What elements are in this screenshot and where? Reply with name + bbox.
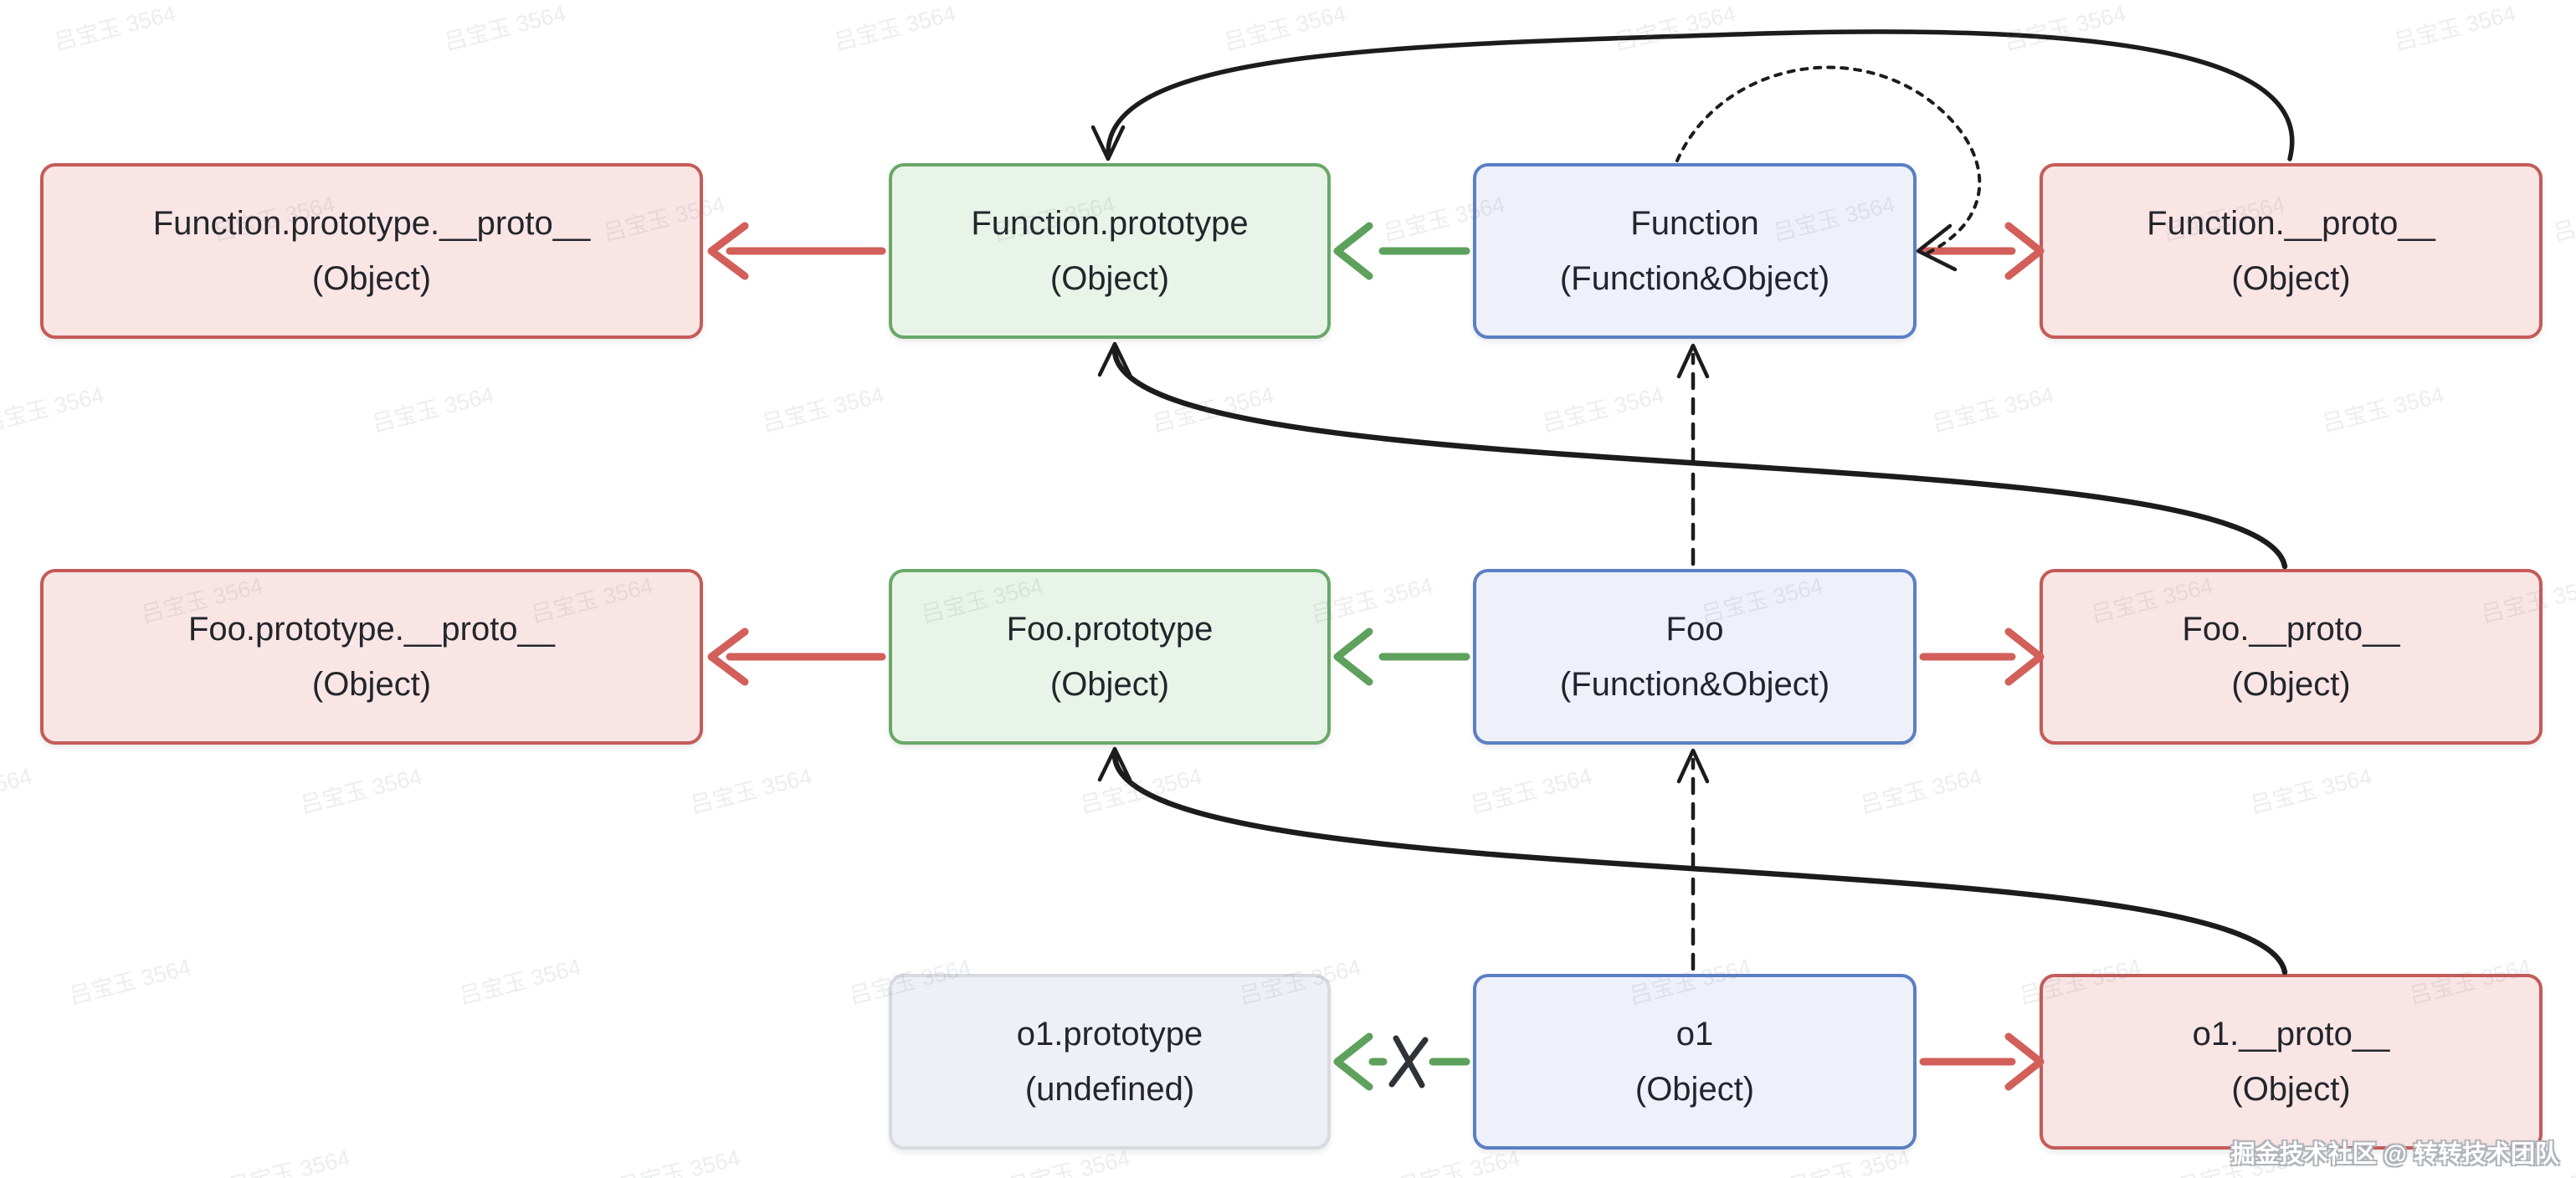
node-function-proto: Function.__proto__ (Object) [2040,163,2543,339]
node-subtitle: (Object) [311,666,432,703]
dashed-arrow-foo-to-function [1676,343,1710,566]
node-function: Function (Function&Object) [1473,163,1917,339]
node-title: Foo.prototype [1006,611,1214,648]
node-subtitle: (Object) [2231,666,2351,703]
node-subtitle: (Object) [2231,1071,2351,1108]
node-title: Function.prototype.__proto__ [152,205,591,242]
node-subtitle: (Object) [311,260,432,297]
node-title: o1.prototype [1016,1016,1203,1053]
arrow-foo-to-foo-proto [1919,627,2045,686]
node-foo-proto: Foo.__proto__ (Object) [2040,569,2543,745]
node-subtitle: (Object) [2231,260,2351,297]
node-o1: o1 (Object) [1473,974,1917,1150]
credit-watermark: 掘金技术社区 @ 转转技术团队 [2230,1141,2559,1168]
node-title: Function.prototype [971,205,1249,242]
x-mark [1388,1035,1429,1088]
node-subtitle: (Object) [1049,260,1170,297]
arrow-foo-to-foo-prototype [1333,627,1470,686]
node-o1-prototype: o1.prototype (undefined) [889,974,1331,1150]
node-subtitle: (Object) [1049,666,1170,703]
node-subtitle: (Function&Object) [1559,666,1830,703]
curve-function-proto-to-function-prototype [1090,29,2295,161]
node-o1-proto: o1.__proto__ (Object) [2040,974,2543,1150]
arrow-function-to-function-proto [1919,222,2045,280]
node-title: Foo.__proto__ [2182,611,2400,648]
node-function-prototype: Function.prototype (Object) [889,163,1331,339]
node-title: Function.__proto__ [2147,205,2435,242]
curve-function-self-loop [1675,65,1982,272]
arrow-function-to-function-prototype [1333,222,1470,280]
node-function-prototype-proto: Function.prototype.__proto__ (Object) [40,163,703,339]
node-foo-prototype-proto: Foo.prototype.__proto__ (Object) [40,569,703,745]
node-title: Function [1630,205,1759,242]
node-title: Foo [1665,611,1724,648]
node-subtitle: (Function&Object) [1559,260,1830,297]
node-title: Foo.prototype.__proto__ [187,611,556,648]
dashed-arrow-o1-to-foo [1676,748,1710,971]
arrow-o1-to-o1-prototype-broken [1333,1032,1470,1091]
node-foo: Foo (Function&Object) [1473,569,1917,745]
curve-o1-proto-to-foo-prototype [1097,746,2288,976]
node-foo-prototype: Foo.prototype (Object) [889,569,1331,745]
node-title: o1.__proto__ [2192,1016,2390,1053]
node-title: o1 [1675,1016,1714,1053]
arrow-function-prototype-to-proto [707,222,886,280]
node-subtitle: (Object) [1634,1071,1755,1108]
arrow-foo-prototype-to-proto [707,627,886,686]
arrow-o1-to-o1-proto [1919,1032,2045,1091]
node-subtitle: (undefined) [1024,1071,1195,1108]
curve-foo-proto-to-function-prototype [1097,341,2288,570]
